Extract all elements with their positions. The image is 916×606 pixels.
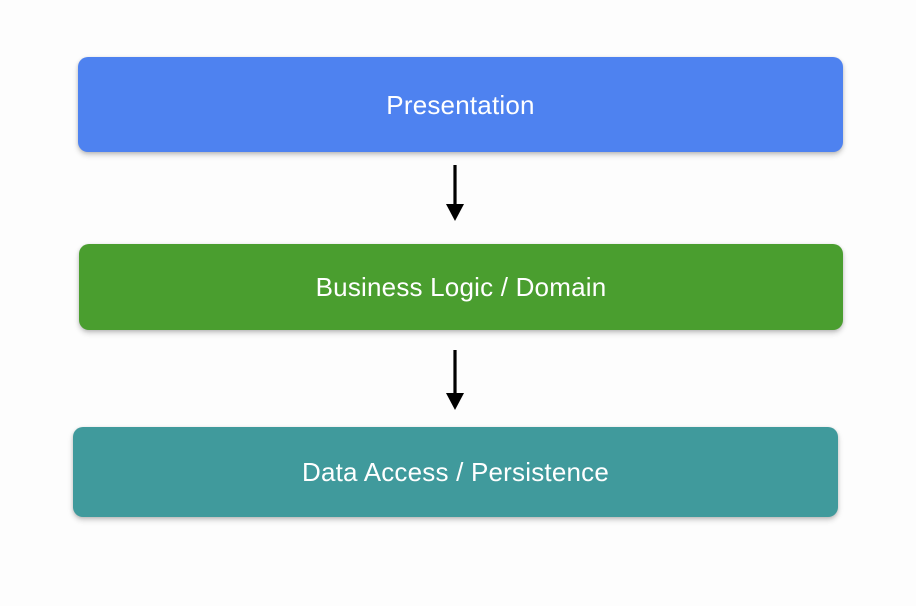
layer-box-data-access[interactable]: Data Access / Persistence — [73, 427, 838, 517]
layer-box-business-logic[interactable]: Business Logic / Domain — [79, 244, 843, 330]
arrowhead-1 — [446, 204, 464, 221]
layer-label-data-access: Data Access / Persistence — [301, 457, 610, 487]
arrowhead-2 — [446, 393, 464, 410]
arrow-business-logic-to-data-access — [446, 350, 464, 410]
layer-label-business-logic: Business Logic / Domain — [315, 272, 607, 302]
layer-label-presentation: Presentation — [386, 89, 535, 120]
arrow-presentation-to-business-logic — [446, 165, 464, 221]
layer-box-presentation[interactable]: Presentation — [78, 57, 843, 152]
